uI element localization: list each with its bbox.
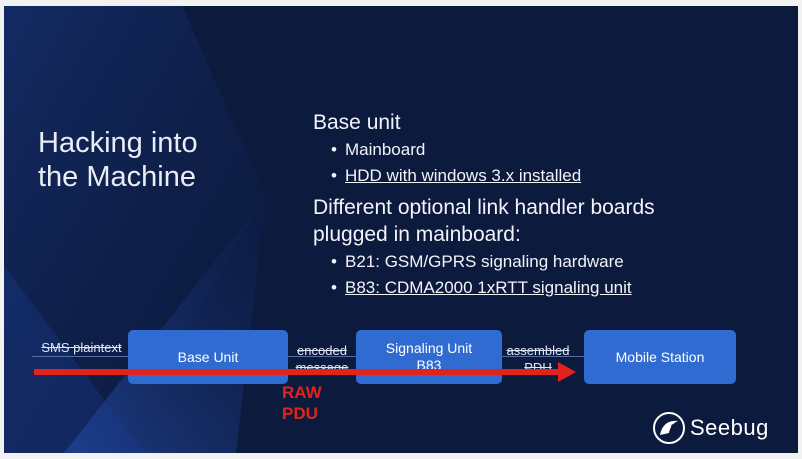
- list-item-hdd[interactable]: HDD with windows 3.x installed: [331, 164, 713, 188]
- encoded-connector: [288, 356, 358, 357]
- base-unit-list: Mainboard HDD with windows 3.x installed: [313, 138, 713, 188]
- title-line-2: the Machine: [38, 161, 196, 193]
- seebug-logo: Seebug: [652, 408, 769, 448]
- assembled-pdu-label: assembled PDU: [506, 343, 570, 375]
- input-connector: [32, 356, 130, 357]
- list-item-b21: B21: GSM/GPRS signaling hardware: [331, 250, 713, 274]
- slide-title: Hacking into the Machine: [38, 126, 198, 194]
- boards-list: B21: GSM/GPRS signaling hardware B83: CD…: [313, 250, 713, 300]
- seebug-logo-icon: [653, 412, 685, 444]
- list-item-b83[interactable]: B83: CDMA2000 1xRTT signaling unit: [331, 276, 713, 300]
- mobile-station-box: Mobile Station: [584, 330, 736, 384]
- base-unit-heading: Base unit: [313, 111, 401, 134]
- boards-heading: Different optional link handler boards p…: [313, 196, 655, 246]
- title-line-1: Hacking into: [38, 127, 198, 159]
- slide: Hacking into the Machine Base unit Mainb…: [4, 6, 798, 453]
- assembled-connector: [502, 356, 586, 357]
- list-item-mainboard: Mainboard: [331, 138, 713, 162]
- base-unit-box: Base Unit: [128, 330, 288, 384]
- content-list: Base unit Mainboard HDD with windows 3.x…: [313, 109, 713, 300]
- signaling-unit-box: Signaling Unit B83: [356, 330, 502, 384]
- encoded-message-label: encoded message: [295, 343, 349, 375]
- seebug-logo-text: Seebug: [690, 415, 769, 440]
- raw-pdu-label: RAW PDU: [282, 383, 322, 423]
- sms-plaintext-label: SMS plaintext: [41, 340, 122, 355]
